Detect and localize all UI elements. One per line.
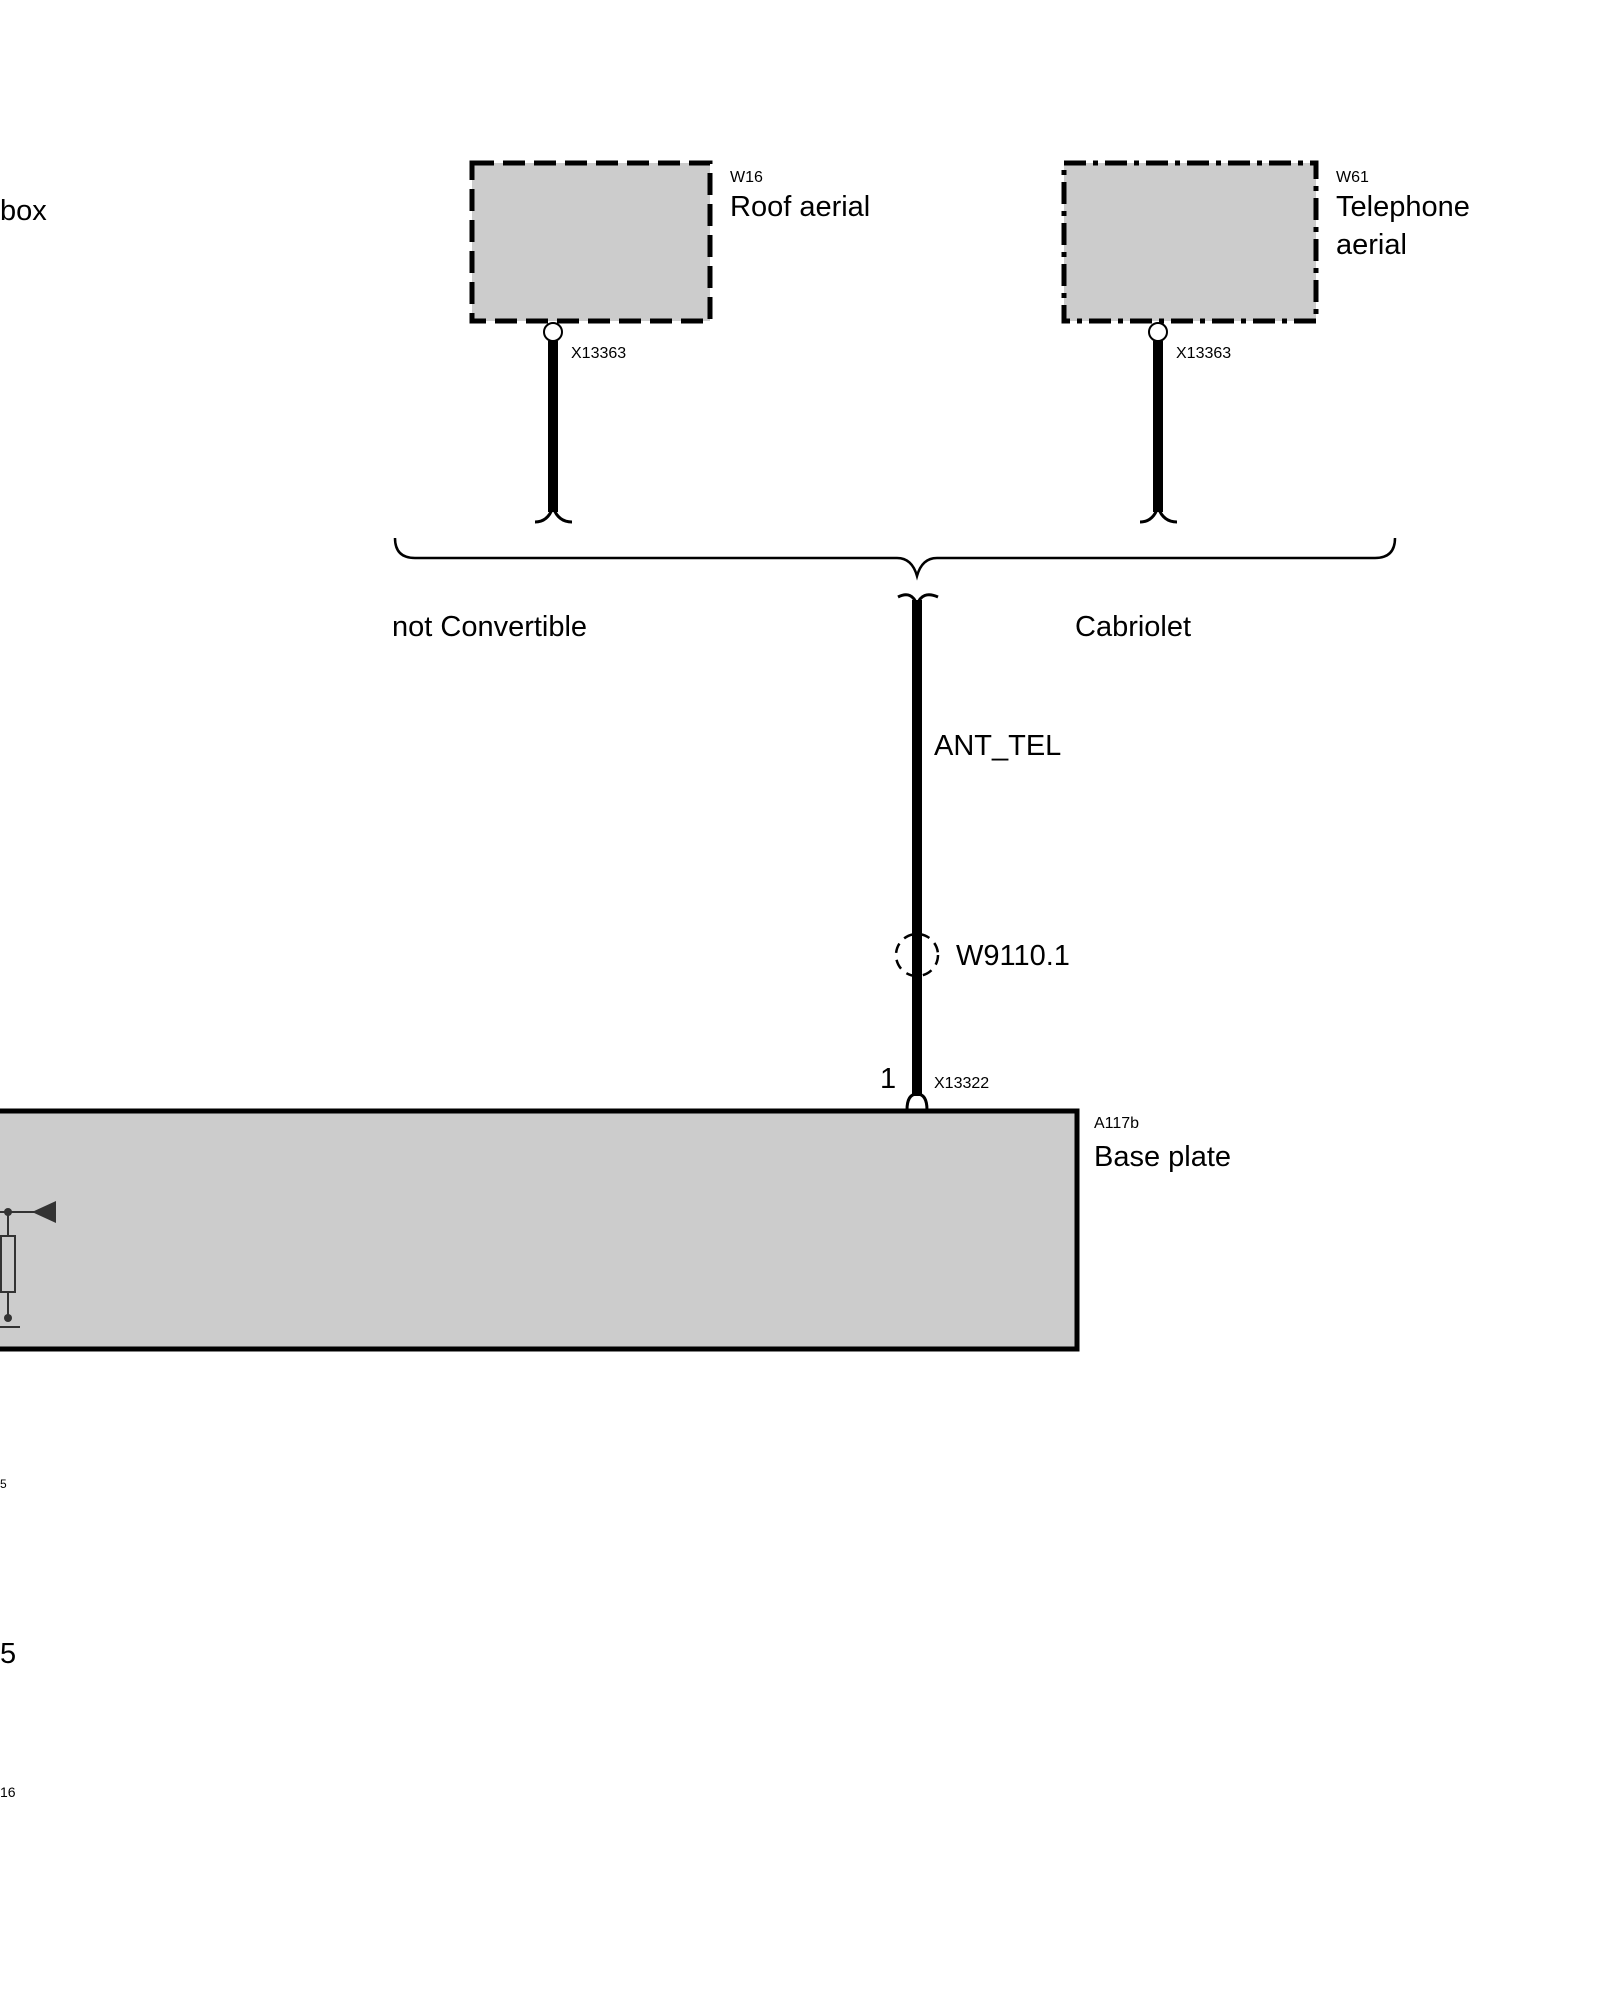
roof-aerial-connector: X13363 bbox=[571, 345, 626, 362]
roof-aerial-wire-break bbox=[534, 502, 573, 524]
variant-brace bbox=[393, 537, 1397, 581]
left-label-box: box bbox=[0, 195, 47, 227]
internal-resistor-ground-icon bbox=[0, 1201, 56, 1328]
base-plate-name: Base plate bbox=[1094, 1141, 1231, 1173]
telephone-aerial-box bbox=[1061, 160, 1319, 324]
telephone-aerial-component[interactable]: W61 Telephone aerial X13363 bbox=[1061, 160, 1470, 524]
variant-not-convertible: not Convertible bbox=[392, 611, 587, 643]
roof-aerial-code: W16 bbox=[730, 169, 763, 186]
base-plate-connector-pin bbox=[905, 1092, 929, 1111]
telephone-aerial-connector: X13363 bbox=[1176, 345, 1231, 362]
harness-shield-icon bbox=[894, 932, 940, 978]
telephone-aerial-connector-pin bbox=[1148, 322, 1168, 342]
left-label-small-5: 5 bbox=[0, 1477, 7, 1491]
telephone-aerial-code: W61 bbox=[1336, 169, 1369, 186]
left-label-small-16: 16 bbox=[0, 1784, 16, 1800]
roof-aerial-connector-pin bbox=[543, 322, 563, 342]
base-plate-connector: X13322 bbox=[934, 1075, 989, 1092]
left-label-large-5: 5 bbox=[0, 1638, 16, 1670]
roof-aerial-box bbox=[469, 160, 713, 324]
base-plate-box bbox=[0, 1108, 1080, 1352]
wire-signal-label: ANT_TEL bbox=[934, 730, 1061, 762]
base-plate-pin: 1 bbox=[880, 1063, 896, 1095]
wire-harness-label: W9110.1 bbox=[956, 940, 1070, 972]
telephone-aerial-wire-break bbox=[1139, 502, 1178, 524]
base-plate-component[interactable]: A117b Base plate bbox=[0, 1108, 1231, 1352]
base-plate-code: A117b bbox=[1094, 1115, 1139, 1132]
ant-tel-wire[interactable]: ANT_TEL W9110.1 1 X13322 bbox=[880, 593, 1070, 1111]
telephone-aerial-name-line2: aerial bbox=[1336, 229, 1407, 261]
roof-aerial-component[interactable]: W16 Roof aerial X13363 bbox=[469, 160, 870, 524]
roof-aerial-name: Roof aerial bbox=[730, 191, 870, 223]
variant-cabriolet: Cabriolet bbox=[1075, 611, 1191, 643]
telephone-aerial-name-line1: Telephone bbox=[1336, 191, 1470, 223]
